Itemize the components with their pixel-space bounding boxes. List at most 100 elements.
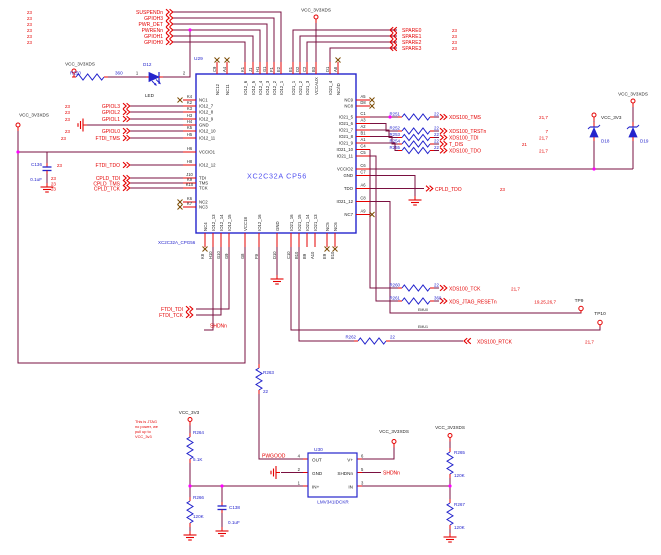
pin-name-top: IO12_3 (265, 80, 270, 95)
junction-pwrenn (188, 28, 192, 32)
pin-des-right: A6 (360, 183, 366, 188)
pin-name-top: IO21_4 (328, 80, 333, 95)
pin-name-right: TDO (344, 186, 354, 191)
u30-pin2: 2 (298, 467, 301, 472)
pin-name-right: NC8 (344, 104, 353, 109)
val-r260: 22 (434, 283, 439, 288)
net-xds100-rtck: XDS100_RTCK (477, 340, 513, 346)
ref-r262: R262 (346, 335, 357, 340)
pin-name-bottom: GND (275, 221, 280, 231)
page-gpioh3: 23 (27, 16, 33, 21)
w-spare1 (299, 35, 397, 62)
page-cpld-tdi: 23 (51, 176, 57, 181)
pin-des-left: H6 (187, 146, 193, 151)
net-ftdi-tms: FTDI_TMS (96, 136, 121, 142)
pin-des-top: F1 (269, 66, 274, 72)
page-xds100-rtck: 21,7 (585, 340, 594, 345)
net-ftdi-tck: FTDI_TCK (159, 313, 184, 319)
ref-tp9: TP9 (575, 298, 584, 304)
w-r253-in (370, 129, 402, 138)
pin-name-top: IO12_2 (272, 80, 277, 95)
pin-des-top: J1 (248, 67, 253, 72)
val-c138: 0.1uF (228, 520, 240, 525)
pin-name-bottom: VCC18 (243, 217, 248, 231)
ref-r261: R261 (390, 296, 401, 301)
pin-name-top: VCCAUX (314, 77, 319, 95)
net-spare2: SPARE2 (402, 40, 422, 46)
net-gpioh1: GPIOH1 (144, 34, 163, 40)
pin-des-bottom: H10 (208, 251, 213, 259)
ref-d12: D12 (143, 62, 152, 67)
pin-des-top: K1 (240, 66, 245, 72)
page-gpiol1: 23 (65, 117, 71, 122)
pin-name-right: IO21_11 (337, 154, 354, 159)
pin-des-top: E1 (288, 66, 293, 72)
val-r250: 360 (115, 71, 123, 76)
u30-pin5: 5 (361, 467, 364, 472)
pwr-vcc3v3: VCC_3V3 (601, 115, 622, 120)
net-spare1: SPARE1 (402, 34, 422, 40)
pin-des-top: H1 (255, 66, 260, 72)
pin-des-left: K4 (187, 94, 193, 99)
val-r262: 22 (390, 335, 395, 340)
u30-shdnn: SHDNn (337, 471, 353, 476)
pin-des-bottom: B10 (294, 251, 299, 259)
pin-des-bottom: C10 (286, 251, 291, 259)
w-emu1 (290, 247, 601, 331)
pin-name-bottom: IO12_15 (227, 214, 232, 231)
w-tck (369, 149, 402, 289)
pwr-diode-xds: VCC_3V3XDS (618, 92, 648, 97)
val-r253: 22 (434, 132, 439, 137)
w-reset (370, 155, 402, 302)
val-r265: 120K (454, 473, 466, 478)
page-gpioh1: 23 (27, 34, 33, 39)
val-r266: 120K (193, 514, 205, 519)
ref-r252: R252 (390, 126, 401, 131)
net-emu0: EMU0 (418, 308, 428, 312)
net-cpld-tdi: CPLD_TDI (96, 176, 120, 182)
w-vcc18-loop (17, 131, 246, 364)
pin-des-left: K9 (187, 177, 193, 182)
w-suspendn (173, 11, 282, 62)
pin-des-bottom: B9 (302, 253, 307, 259)
u30-body (307, 452, 358, 498)
page-spare0: 23 (452, 28, 458, 33)
pin-des-left: K6 (187, 196, 193, 201)
pin-des-bottom: D10 (272, 251, 277, 259)
page-cpld-tdo: 23 (500, 187, 506, 192)
net-gpiol0: GPIOL0 (102, 129, 120, 135)
pin-des-top: D2 (295, 66, 300, 72)
net-xds100-trstn: XDS100_TRSTn (449, 129, 486, 135)
page-gpioh0: 23 (27, 40, 33, 45)
pin-name-top: IO12_1 (279, 80, 284, 95)
note-line2: no power, we (135, 424, 158, 429)
pin-name-top: IO21_3 (305, 80, 310, 95)
pin-des-left: H3 (187, 113, 193, 118)
chip-part: XC2C32A CP56 (247, 172, 307, 181)
pin-name-bottom: NC6 (333, 222, 338, 231)
pin-des-bottom: F9 (254, 253, 259, 259)
u30-pin4: 4 (298, 454, 301, 459)
net-cpld-tck: CPLD_TCK (94, 187, 121, 193)
pin-name-left: GND (199, 123, 209, 128)
net-emu1: EMU1 (418, 325, 428, 329)
pin-des-left: J10 (186, 172, 193, 177)
page-spare2: 23 (452, 40, 458, 45)
u30-gnd: GND (312, 471, 323, 476)
pin-name-left: VCCIO1 (199, 150, 216, 155)
junction-r264 (188, 484, 192, 488)
pin-name-top: IO21_1 (291, 80, 296, 95)
w-spare2 (306, 41, 397, 62)
net-shdnn-top: SHDNn (210, 324, 227, 330)
page-xds100-tdo: 21,7 (539, 149, 548, 154)
w-ftdi-tck (196, 247, 222, 316)
net-xds100-tdi: XDS100_TDI (449, 136, 478, 142)
pin-des-right: A2 (360, 124, 366, 129)
val-r264: 5.1K (193, 457, 203, 462)
pin-name-bottom: IO12_13 (211, 214, 216, 231)
ref-c136: C136 (31, 162, 42, 167)
ref-r267: R267 (454, 502, 465, 507)
pin-name-right: IO21_8 (339, 134, 354, 139)
pin-des-right: B1 (360, 131, 366, 136)
pin-des-right: A9 (360, 209, 366, 214)
